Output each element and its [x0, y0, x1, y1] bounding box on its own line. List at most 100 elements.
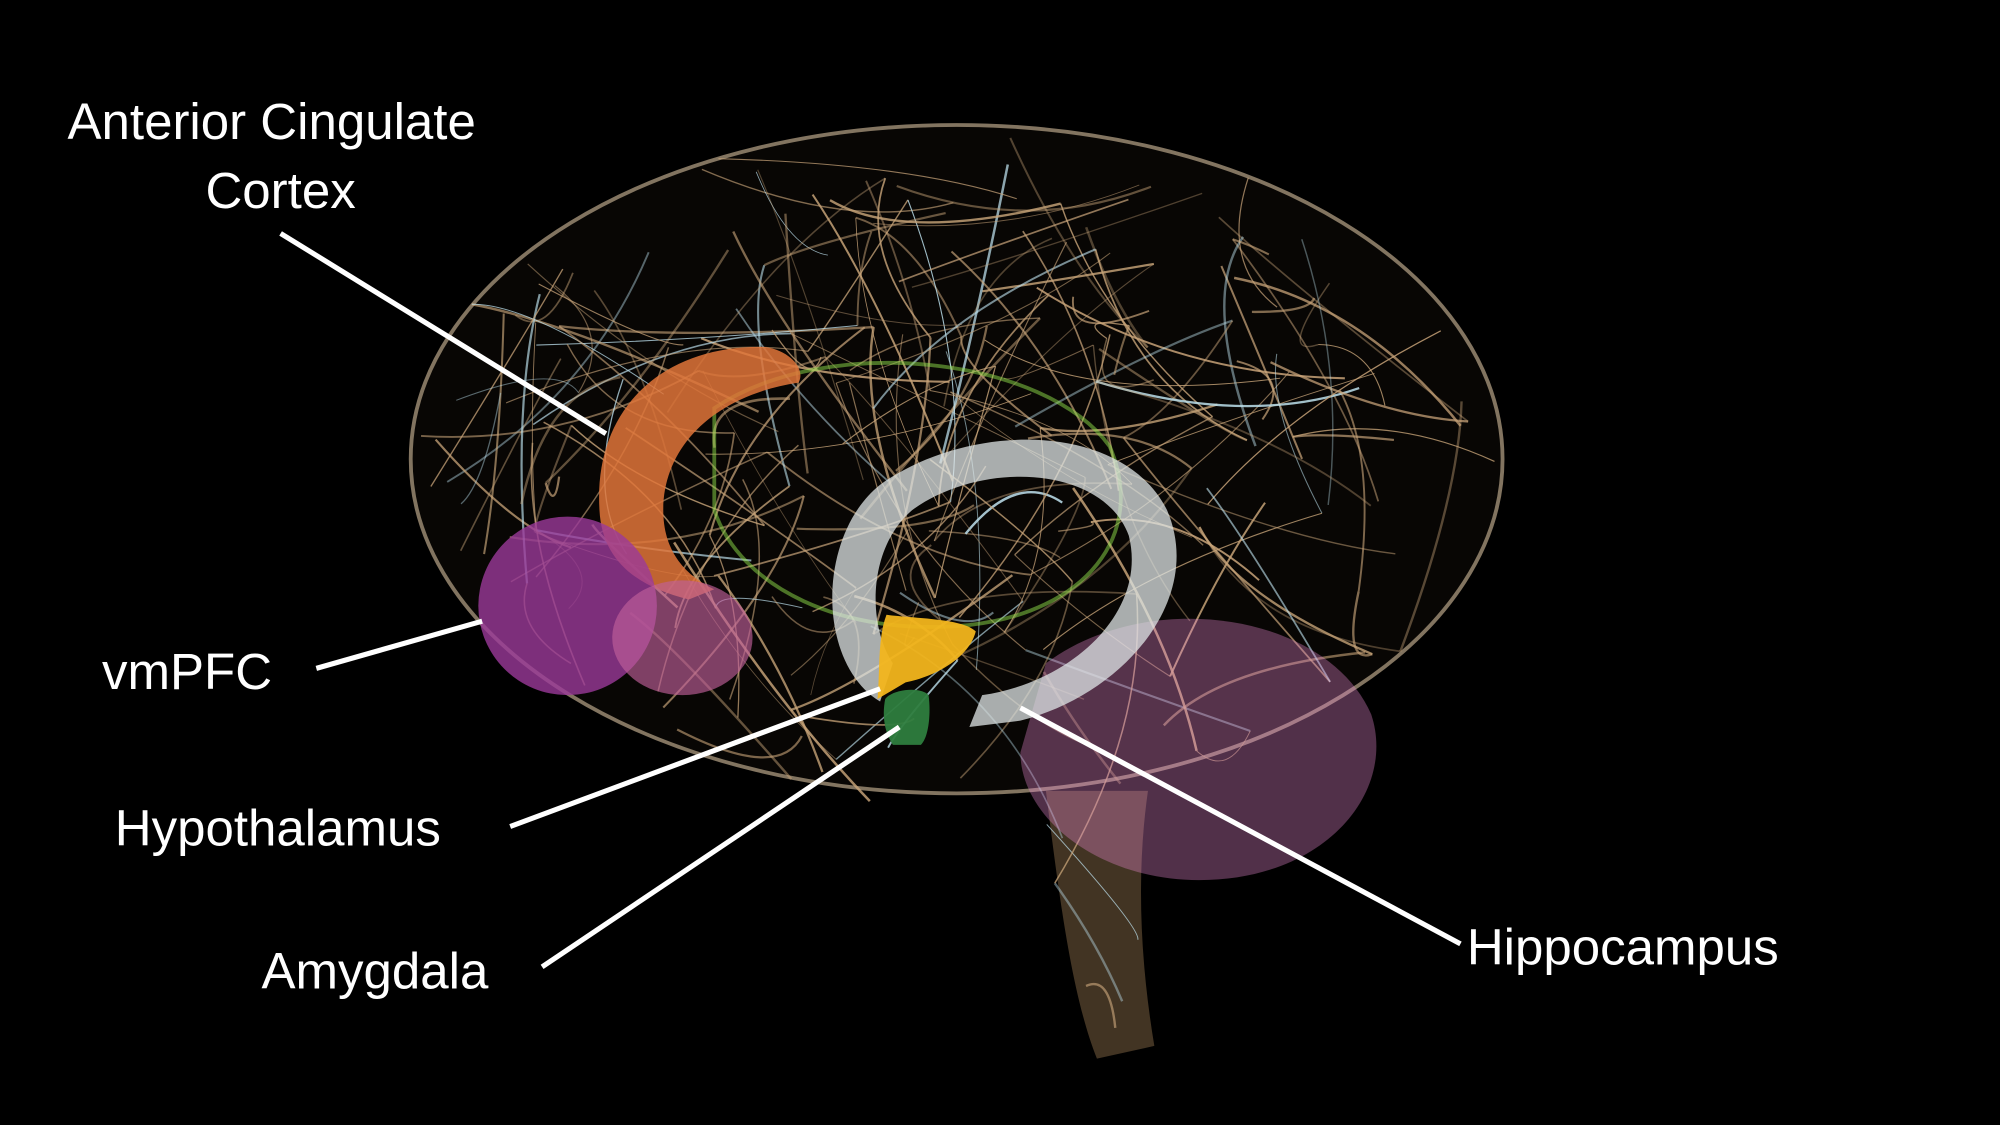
fiber-strand [796, 504, 975, 531]
fiber-strand [766, 451, 1031, 576]
fiber-strand [1014, 319, 1233, 428]
fiber-strand [544, 249, 730, 484]
acc-leader-line [279, 231, 608, 436]
fiber-strand [807, 199, 909, 352]
fiber-strand [1352, 591, 1373, 657]
fiber-strand [1053, 882, 1124, 1002]
amygdala-region [883, 689, 930, 745]
fiber-strand [1207, 330, 1442, 505]
fiber-strand [1025, 649, 1251, 732]
fiber-strand [829, 199, 1061, 224]
fiber-strand [755, 171, 828, 256]
label-hypothalamus: Hypothalamus [115, 800, 441, 857]
fiber-strand [1220, 265, 1303, 460]
fiber-strand [848, 382, 907, 591]
fiber-strand [1169, 502, 1266, 677]
fiber-strand [855, 216, 963, 338]
fiber-strand [536, 324, 858, 346]
fiber-strand [835, 252, 1111, 384]
fiber-strand [505, 346, 809, 404]
fiber-strand [911, 192, 1203, 288]
fiber-strand [1123, 320, 1234, 439]
fiber-strand [430, 268, 564, 487]
brain-regions [478, 346, 1377, 881]
fiber-strand [1223, 236, 1257, 447]
fiber-strand [1098, 347, 1248, 442]
fiber-strand [544, 476, 561, 497]
fiber-strand [1318, 343, 1386, 406]
fiber-strand [771, 329, 822, 369]
fiber-strand [873, 184, 1140, 227]
label-vmpfc: vmPFC [102, 643, 272, 700]
fiber-strand [811, 194, 954, 482]
fiber-strand [1196, 730, 1251, 762]
fiber-strand [593, 289, 683, 510]
fiber-strand [939, 263, 1155, 464]
fiber-strand [1029, 371, 1290, 576]
fiber-strand [849, 317, 1041, 372]
fiber-strand [856, 231, 873, 326]
label-anterior-cingulate-line2: Cortex [205, 162, 355, 219]
fiber-strand [520, 375, 621, 505]
fiber-strand [1206, 487, 1331, 683]
fiber-strand [1198, 526, 1401, 653]
fiber-strand [1085, 226, 1149, 349]
fiber-strand [1274, 353, 1323, 514]
fiber-strand [1113, 325, 1131, 376]
cerebellum-region [1020, 618, 1377, 881]
fiber-strand [1292, 434, 1395, 442]
fiber-strand [982, 262, 1155, 293]
fiber-strand [514, 272, 574, 323]
fiber-strand [964, 491, 1063, 535]
fiber-strand [1107, 372, 1375, 466]
fiber-strand [1270, 361, 1469, 423]
amygdala-leader-line [540, 724, 901, 969]
fiber-strand [676, 728, 803, 759]
fiber-strand [1232, 238, 1270, 256]
fiber-strand [1399, 401, 1463, 652]
fiber-strand [872, 248, 1096, 410]
vmpfc-leader-line [315, 618, 483, 671]
vmpfc-region [478, 516, 657, 696]
hippocampus-region [832, 439, 1177, 728]
fiber-strand [483, 313, 505, 555]
fiber-strand [1101, 338, 1154, 388]
fiber-strand [471, 303, 665, 395]
fiber-strand [732, 230, 908, 492]
fiber-strand [446, 251, 650, 483]
fiber-strand [896, 185, 1152, 212]
fiber-strand [1299, 282, 1331, 348]
fiber-strand [825, 356, 1024, 602]
fiber-strand [1046, 824, 1139, 940]
fiber-strand [531, 322, 537, 531]
fiber-strand [1162, 651, 1366, 727]
fiber-strand [460, 392, 502, 505]
fiber-strand [1218, 216, 1469, 423]
fiber-strand [527, 263, 779, 433]
fiber-strand [1090, 518, 1260, 581]
label-anterior-cingulate-line1: Anterior Cingulate [68, 93, 476, 150]
fiber-strand [1301, 238, 1334, 506]
fiber-strand [708, 326, 866, 536]
fiber-strand [1096, 380, 1372, 507]
fiber-strand [456, 378, 579, 401]
fiber-strand [1009, 137, 1149, 349]
fiber-strand [554, 285, 593, 393]
fiber-strand [1085, 983, 1117, 1028]
label-hippocampus: Hippocampus [1467, 918, 1779, 975]
fiber-strand [933, 241, 1068, 542]
fiber-strand [943, 237, 1053, 407]
hypothalamus-leader-line [509, 686, 881, 829]
fiber-strand [1094, 249, 1248, 441]
brainstem [1045, 790, 1155, 1059]
fiber-strand [1339, 390, 1366, 592]
label-amygdala: Amygdala [261, 943, 488, 1000]
fiber-strand [776, 294, 962, 326]
fiber-strand [1107, 463, 1396, 555]
fiber-strand [939, 164, 1010, 464]
fiber-strand [842, 365, 996, 445]
fiber-strand [718, 158, 1017, 200]
fiber-strand [1039, 403, 1218, 433]
